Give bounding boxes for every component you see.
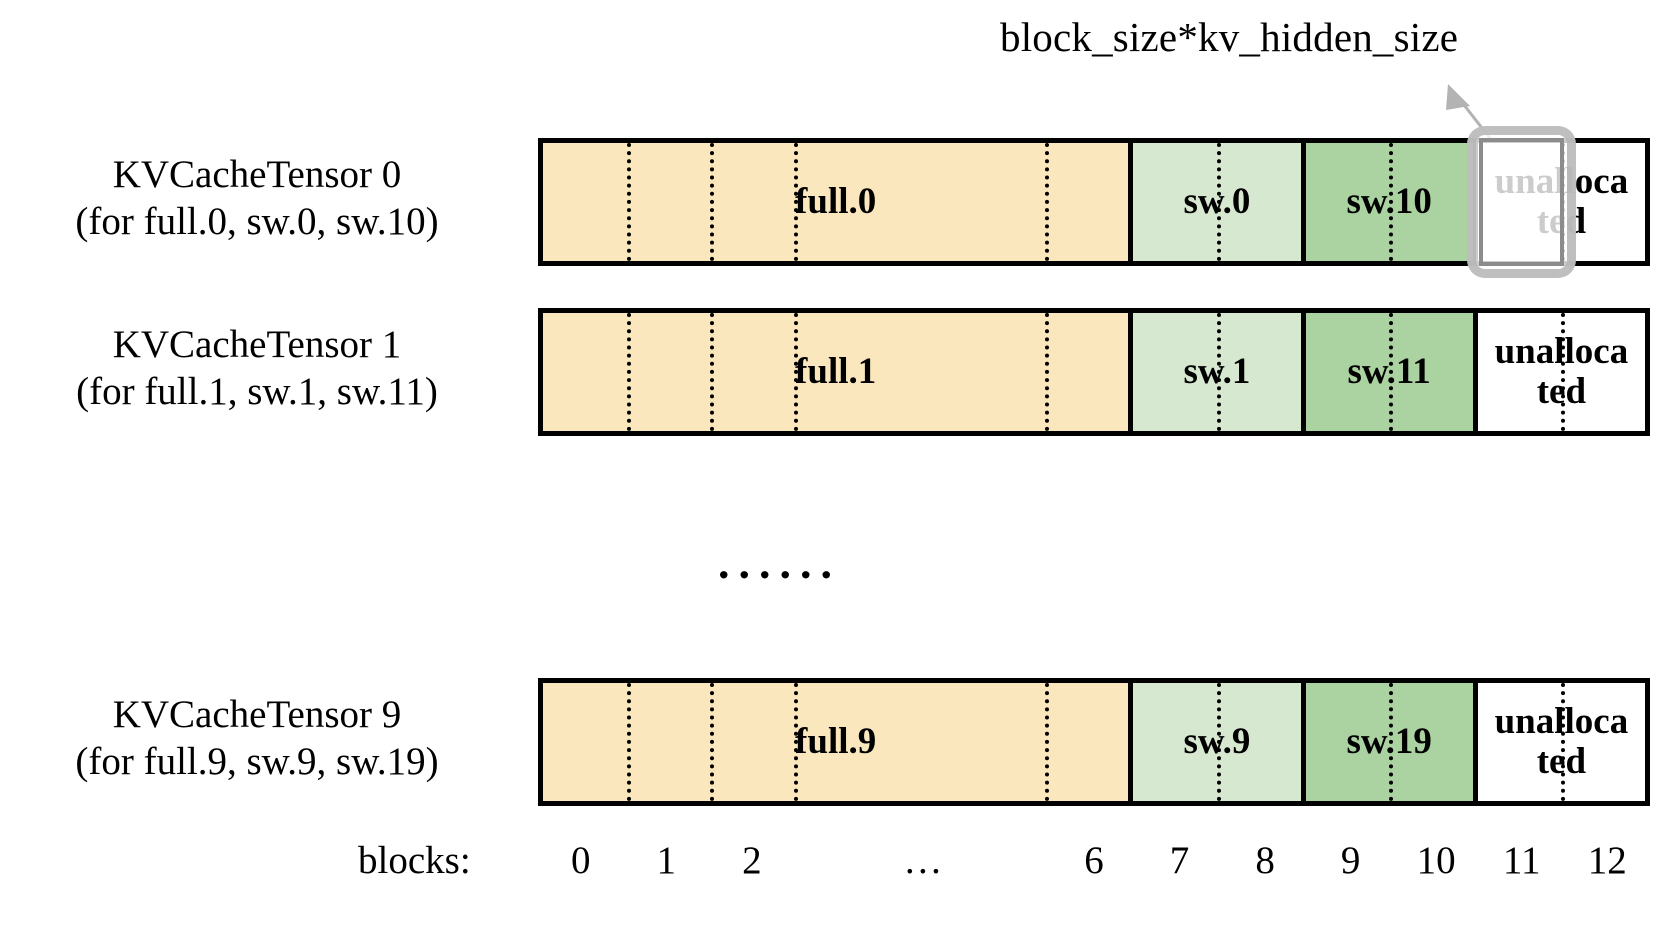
- block-divider-group: [1306, 313, 1473, 431]
- block-divider: [1389, 683, 1394, 801]
- tensor-segment-sw-dark[interactable]: sw.11: [1300, 313, 1473, 431]
- blocks-axis-tick: 12: [1587, 839, 1627, 882]
- block-divider: [1044, 313, 1049, 431]
- block-divider-group: [1133, 143, 1300, 261]
- tensor-segment-label: sw.11: [1347, 351, 1431, 393]
- block-divider: [1216, 683, 1221, 801]
- block-divider-group: [543, 143, 1128, 261]
- blocks-axis-tick: 7: [1169, 839, 1190, 882]
- tensor-segment-label: sw.1: [1183, 351, 1251, 393]
- tensor-segment-sw-dark[interactable]: sw.19: [1300, 683, 1473, 801]
- block-divider-group: [543, 683, 1128, 801]
- tensor-segment-label: sw.10: [1346, 181, 1432, 223]
- tensor-segment-label: unalloca ted: [1494, 331, 1629, 412]
- tensor-segment-label: full.1: [795, 351, 877, 393]
- tensor-row-label-line1: KVCacheTensor 1: [112, 323, 402, 366]
- blocks-axis-tick: 9: [1340, 839, 1361, 882]
- tensor-row-label-line2: (for full.9, sw.9, sw.19): [75, 739, 439, 783]
- tensor-segment-unallocated[interactable]: unalloca ted: [1472, 143, 1646, 261]
- tensor-bar: full.1 sw.1 sw.11 unalloca ted: [538, 308, 1650, 436]
- annotation-label: block_size*kv_hidden_size: [1000, 14, 1459, 60]
- tensor-segment-sw-dark[interactable]: sw.10: [1300, 143, 1473, 261]
- tensor-segment-full[interactable]: full.9: [543, 683, 1129, 801]
- block-divider: [710, 143, 715, 261]
- tensor-row-label: KVCacheTensor 9(for full.9, sw.9, sw.19): [22, 692, 492, 786]
- block-divider-group: [543, 313, 1128, 431]
- tensor-segment-label: sw.0: [1183, 181, 1251, 223]
- tensor-segment-sw-light[interactable]: sw.9: [1128, 683, 1301, 801]
- block-divider: [1561, 683, 1566, 801]
- tensor-segment-label: unalloca ted: [1494, 701, 1629, 782]
- tensor-bar: full.0 sw.0 sw.10 unalloca ted: [538, 138, 1650, 266]
- block-divider: [793, 683, 798, 801]
- tensor-row-label-line1: KVCacheTensor 9: [112, 693, 402, 736]
- blocks-axis-tick: 1: [656, 839, 677, 882]
- tensor-bar: full.9 sw.9 sw.19 unalloca ted: [538, 678, 1650, 806]
- tensor-segment-label: full.0: [795, 181, 877, 223]
- block-divider: [1044, 143, 1049, 261]
- tensor-segment-label: full.9: [795, 721, 877, 763]
- block-divider: [1044, 683, 1049, 801]
- block-divider-group: [1478, 313, 1645, 431]
- tensor-segment-label: sw.9: [1183, 721, 1251, 763]
- tensor-row-label-line1: KVCacheTensor 0: [112, 153, 402, 196]
- block-divider: [1216, 313, 1221, 431]
- blocks-axis-tick: 10: [1416, 839, 1456, 882]
- tensor-row-label-line2: (for full.0, sw.0, sw.10): [75, 199, 439, 243]
- tensor-segment-full[interactable]: full.1: [543, 313, 1129, 431]
- blocks-axis-tick: 2: [742, 839, 762, 882]
- block-divider-group: [1306, 143, 1473, 261]
- tensor-row-label: KVCacheTensor 1(for full.1, sw.1, sw.11): [22, 322, 492, 416]
- rows-ellipsis: ......: [718, 537, 841, 588]
- block-divider: [710, 683, 715, 801]
- block-divider: [1216, 143, 1221, 261]
- tensor-segment-unallocated[interactable]: unalloca ted: [1472, 313, 1646, 431]
- tensor-row-label: KVCacheTensor 0(for full.0, sw.0, sw.10): [22, 152, 492, 246]
- block-divider: [793, 143, 798, 261]
- block-divider: [626, 143, 631, 261]
- blocks-axis-tick: 11: [1502, 839, 1541, 882]
- blocks-axis-title: blocks:: [358, 839, 471, 882]
- tensor-row-label-line2: (for full.1, sw.1, sw.11): [76, 369, 438, 413]
- tensor-segment-sw-light[interactable]: sw.1: [1128, 313, 1301, 431]
- block-divider-group: [1478, 683, 1645, 801]
- block-divider: [1389, 143, 1394, 261]
- blocks-axis-tick: …: [903, 839, 943, 882]
- block-divider: [626, 313, 631, 431]
- block-divider: [1389, 313, 1394, 431]
- blocks-axis-tick: 6: [1084, 839, 1104, 882]
- tensor-segment-unallocated[interactable]: unalloca ted: [1472, 683, 1646, 801]
- block-divider: [710, 313, 715, 431]
- block-divider-group: [1133, 683, 1300, 801]
- tensor-segment-label: unalloca ted: [1494, 161, 1629, 242]
- block-divider: [626, 683, 631, 801]
- block-divider-group: [1133, 313, 1300, 431]
- block-divider: [1561, 313, 1566, 431]
- tensor-segment-full[interactable]: full.0: [543, 143, 1129, 261]
- blocks-axis-tick: 8: [1255, 839, 1275, 882]
- blocks-axis-tick: 0: [571, 839, 591, 882]
- block-divider-group: [1306, 683, 1473, 801]
- tensor-segment-label: sw.19: [1346, 721, 1432, 763]
- tensor-segment-sw-light[interactable]: sw.0: [1128, 143, 1301, 261]
- block-divider: [793, 313, 798, 431]
